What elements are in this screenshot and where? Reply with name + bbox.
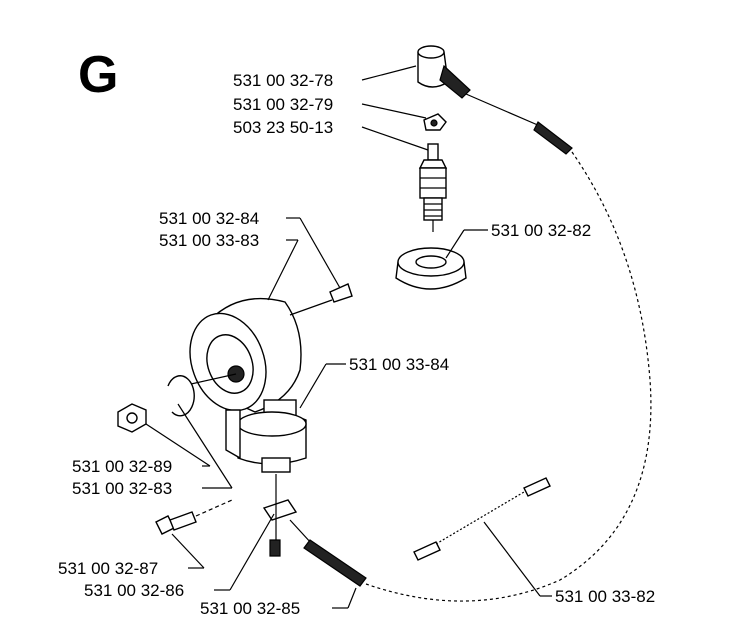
part-number-label: 531 00 32-83 — [72, 479, 172, 498]
spark-plug — [418, 143, 448, 232]
ignition-module — [181, 283, 353, 413]
part-number-label: 531 00 33-84 — [349, 355, 449, 374]
part-number-label: 531 00 32-86 — [84, 581, 184, 600]
circlip — [167, 375, 195, 417]
plug-cover-seat — [395, 247, 467, 290]
part-number-label: 531 00 32-89 — [72, 457, 172, 476]
terminal-bracket — [262, 474, 298, 557]
screw — [155, 499, 233, 535]
ignition-lead — [365, 151, 652, 602]
part-number-label: 531 00 32-84 — [159, 209, 259, 228]
part-number-label: 531 00 32-78 — [233, 71, 333, 90]
part-number-label: 503 23 50-13 — [233, 118, 333, 137]
part-number-label: 531 00 32-82 — [491, 221, 591, 240]
spark-plug-cap — [417, 45, 573, 155]
section-letter: G — [78, 46, 118, 104]
short-cable — [413, 477, 551, 561]
leader-lines — [145, 65, 552, 609]
part-number-label: 531 00 32-87 — [58, 559, 158, 578]
part-number-label: 531 00 32-79 — [233, 95, 333, 114]
ignition-coil — [225, 399, 307, 473]
part-number-label: 531 00 33-83 — [159, 231, 259, 250]
part-number-label: 531 00 32-85 — [200, 599, 300, 618]
terminal-nut — [423, 113, 447, 131]
part-number-label: 531 00 33-82 — [555, 587, 655, 606]
ground-lead — [289, 519, 367, 587]
hex-nut — [117, 403, 147, 433]
